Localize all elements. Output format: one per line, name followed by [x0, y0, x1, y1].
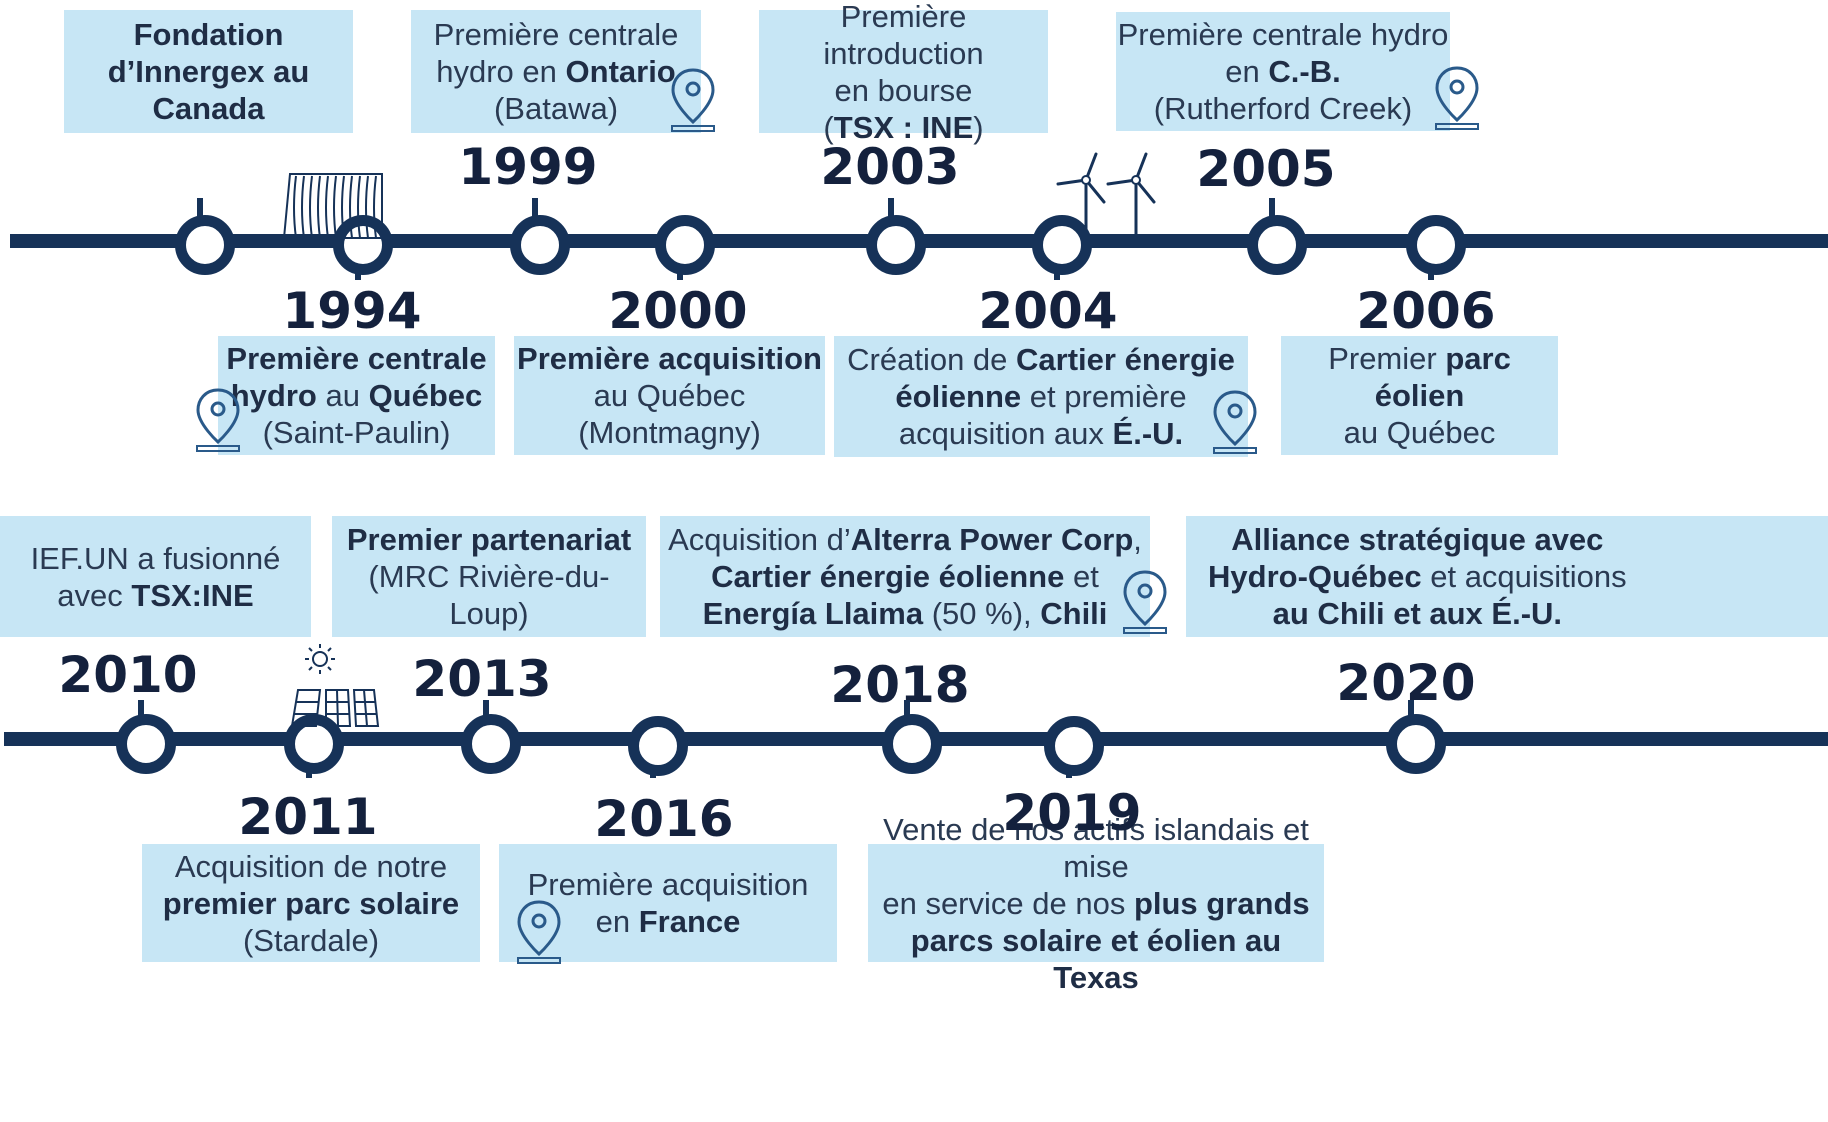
location-pin-icon: [517, 900, 561, 964]
year-label-2003: 2003: [820, 138, 960, 196]
tick-2013: [483, 700, 489, 722]
event-box-2018: Acquisition d’Alterra Power Corp,Cartier…: [660, 516, 1150, 637]
tick-2018: [904, 700, 910, 722]
location-pin-icon: [1123, 570, 1167, 634]
year-label-2000: 2000: [608, 282, 748, 340]
timeline-node-2020: [1386, 714, 1446, 774]
year-label-2005: 2005: [1196, 140, 1336, 198]
tick-2020: [1408, 700, 1414, 722]
timeline-node-2006: [1406, 215, 1466, 275]
timeline-node-2019: [1044, 716, 1104, 776]
year-label-2016: 2016: [594, 790, 734, 848]
tick-founding: [197, 198, 203, 220]
hydro-dam-icon: [282, 173, 383, 239]
tick-1999: [532, 198, 538, 220]
year-label-2019: 2019: [1002, 784, 1142, 842]
year-label-2020: 2020: [1336, 654, 1476, 712]
location-pin-icon: [1435, 66, 1479, 130]
timeline-node-2011: [284, 714, 344, 774]
timeline-node-2000: [655, 215, 715, 275]
solar-panel-icon: [290, 644, 380, 727]
timeline-node-2016: [628, 716, 688, 776]
year-label-2010: 2010: [58, 646, 198, 704]
year-label-1999: 1999: [458, 138, 598, 196]
timeline-node-2003: [866, 215, 926, 275]
timeline-node-1999: [510, 215, 570, 275]
location-pin-icon: [671, 68, 715, 132]
timeline-node-founding: [175, 215, 235, 275]
tick-2003: [888, 198, 894, 220]
year-label-2013: 2013: [412, 650, 552, 708]
timeline-node-2005: [1247, 215, 1307, 275]
event-box-2013: Premier partenariat(MRC Rivière-du-Loup): [332, 516, 646, 637]
timeline-node-2010: [116, 714, 176, 774]
year-label-2006: 2006: [1356, 282, 1496, 340]
location-pin-icon: [196, 388, 240, 452]
timeline-node-2013: [461, 714, 521, 774]
tick-2010: [138, 700, 144, 722]
location-pin-icon: [1213, 390, 1257, 454]
year-label-1994: 1994: [282, 282, 422, 340]
timeline-node-2004: [1032, 215, 1092, 275]
tick-2005: [1269, 198, 1275, 220]
timeline-node-2018: [882, 714, 942, 774]
year-label-2011: 2011: [238, 788, 378, 846]
wind-turbines-icon: [1056, 152, 1156, 240]
year-label-2018: 2018: [830, 656, 970, 714]
year-label-2004: 2004: [978, 282, 1118, 340]
